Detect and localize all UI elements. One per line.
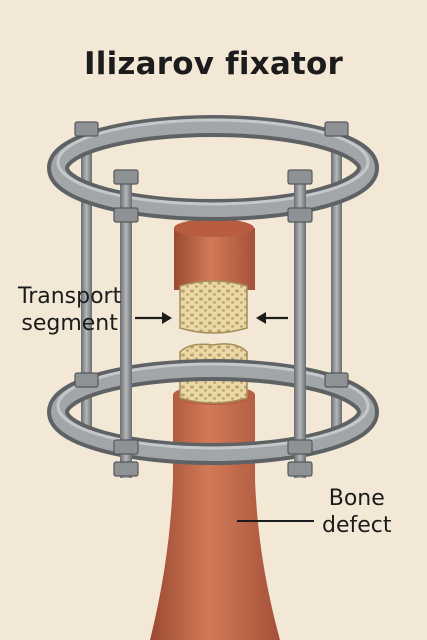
- diagram-title: Ilizarov fixator: [84, 46, 343, 82]
- rod-back-right: [331, 130, 342, 445]
- rod-front-right: [294, 178, 306, 478]
- defect-label-line1: Bone: [328, 486, 385, 511]
- transport-label-line1: Transport: [18, 284, 122, 309]
- transport-label-line2: segment: [21, 311, 118, 336]
- nuts: [74, 121, 349, 477]
- rod-back-left: [81, 130, 92, 445]
- defect-label-line2: defect: [322, 513, 392, 538]
- arrow-right: [256, 312, 288, 324]
- proximal-bone: [174, 228, 255, 290]
- arrow-left: [135, 312, 172, 324]
- transport-segment: [179, 280, 248, 334]
- transport-segment-label: Transport segment: [18, 283, 121, 337]
- bone-defect-label: Bone defect: [322, 485, 392, 539]
- distal-bone: [150, 395, 280, 640]
- rod-front-left: [120, 178, 132, 478]
